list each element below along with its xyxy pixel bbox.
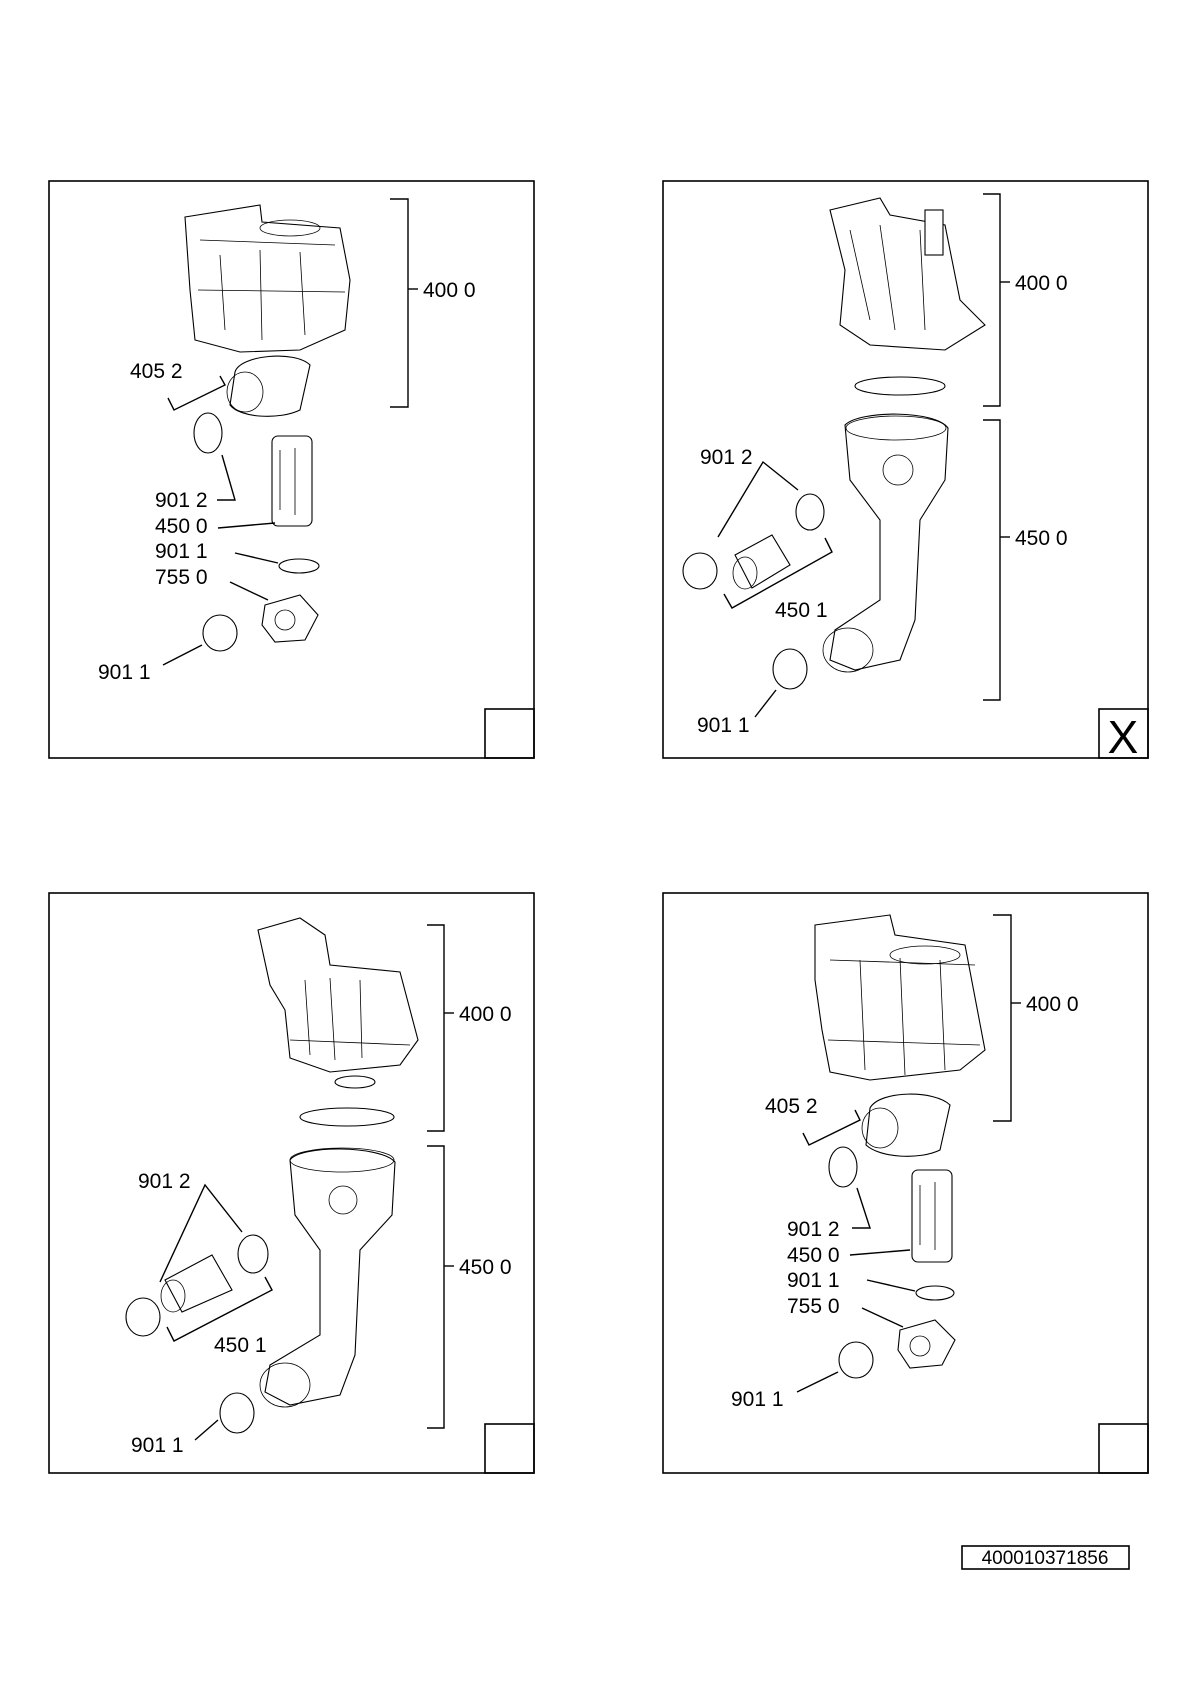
panel-bottom-left: 400 0 450 0 901 2 450 1 901 1 — [48, 892, 535, 1474]
label-901-1: 901 1 — [155, 540, 208, 563]
label-400-0: 400 0 — [1026, 993, 1079, 1016]
panel-corner-box — [1098, 1423, 1149, 1474]
sump-drawing — [125, 917, 419, 1434]
label-450-0: 450 0 — [1015, 527, 1068, 550]
bracket-400-0 — [983, 193, 1001, 407]
panel-corner-box — [484, 708, 535, 759]
label-901-2: 901 2 — [700, 446, 753, 469]
label-901-2: 901 2 — [155, 489, 208, 512]
bracket-400-0 — [993, 914, 1012, 1122]
label-450-0: 450 0 — [459, 1256, 512, 1279]
bracket-400-0 — [390, 198, 409, 408]
panel-frame — [662, 180, 1149, 759]
document-code-text: 400010371856 — [982, 1548, 1109, 1569]
document-code: 400010371856 — [961, 1545, 1130, 1570]
label-901-1: 901 1 — [697, 714, 750, 737]
pump-motor-drawing — [184, 204, 351, 652]
panel-frame — [48, 180, 535, 759]
bracket-450-0 — [983, 419, 1001, 701]
label-450-0: 450 0 — [787, 1244, 840, 1267]
panel-top-left: 400 0 405 2 901 2 450 0 901 1 755 0 901 … — [48, 180, 535, 759]
label-901-1-bottom: 901 1 — [98, 661, 151, 684]
label-405-2: 405 2 — [130, 360, 183, 383]
bracket-405-2 — [167, 375, 226, 411]
panel-top-right: X 400 0 450 0 901 2 — [662, 180, 1149, 763]
label-405-2: 405 2 — [765, 1095, 818, 1118]
pump-motor-drawing — [814, 914, 986, 1379]
label-901-1: 901 1 — [131, 1434, 184, 1457]
sump-drawing — [682, 197, 986, 690]
label-450-0: 450 0 — [155, 515, 208, 538]
panel-frame — [48, 892, 535, 1474]
label-901-2: 901 2 — [138, 1170, 191, 1193]
panel-bottom-right: 400 0 405 2 901 2 450 0 901 1 755 0 901 … — [662, 892, 1149, 1474]
panel-frame — [662, 892, 1149, 1474]
panel-corner-box — [484, 1423, 535, 1474]
bracket-450-0 — [427, 1145, 445, 1429]
label-901-1: 901 1 — [787, 1269, 840, 1292]
label-755-0: 755 0 — [155, 566, 208, 589]
label-400-0: 400 0 — [423, 279, 476, 302]
label-901-1-bottom: 901 1 — [731, 1388, 784, 1411]
label-901-2: 901 2 — [787, 1218, 840, 1241]
label-450-1: 450 1 — [775, 599, 828, 622]
label-400-0: 400 0 — [1015, 272, 1068, 295]
bracket-400-0 — [427, 924, 445, 1132]
label-450-1: 450 1 — [214, 1334, 267, 1357]
label-400-0: 400 0 — [459, 1003, 512, 1026]
bracket-405-2 — [802, 1109, 861, 1146]
label-755-0: 755 0 — [787, 1295, 840, 1318]
corner-mark: X — [1108, 711, 1139, 763]
panel-corner-box — [1098, 708, 1149, 759]
